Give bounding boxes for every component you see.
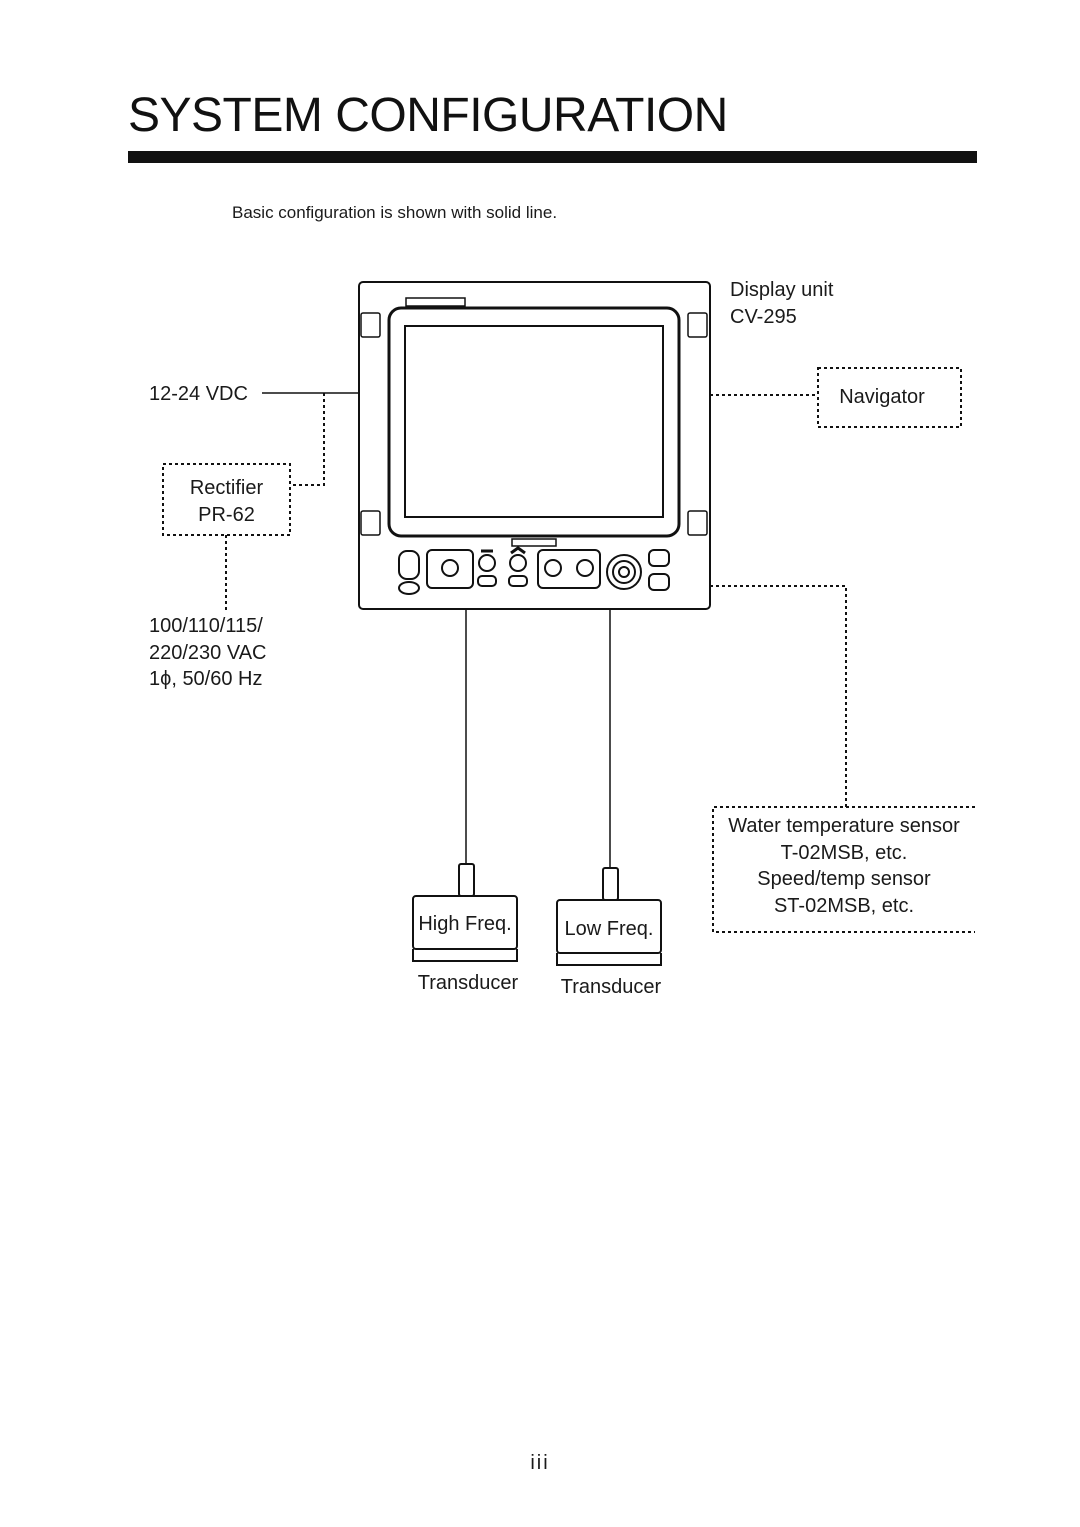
display-unit bbox=[358, 281, 711, 610]
sensor-label: Water temperature sensor T-02MSB, etc. S… bbox=[713, 813, 975, 919]
ac-power-label: 100/110/115/ 220/230 VAC 1ϕ, 50/60 Hz bbox=[149, 613, 267, 693]
key bbox=[477, 575, 497, 587]
rectifier-model: PR-62 bbox=[198, 503, 255, 526]
key bbox=[648, 549, 670, 567]
key-group bbox=[426, 549, 474, 589]
mount-bracket bbox=[360, 312, 381, 338]
transducer-body bbox=[412, 895, 518, 950]
indicator-lamp bbox=[398, 581, 420, 595]
ac-power-voltages-1: 100/110/115/ bbox=[149, 615, 263, 637]
mount-bracket bbox=[360, 510, 381, 536]
ac-power-voltages-2: 220/230 VAC bbox=[149, 641, 267, 664]
low-freq-label: Low Freq. bbox=[564, 918, 654, 940]
key bbox=[508, 575, 528, 587]
display-unit-name: Display unit bbox=[730, 279, 834, 301]
screen-bezel bbox=[387, 306, 681, 538]
transducer-high-freq bbox=[412, 863, 518, 962]
sensor-link bbox=[710, 585, 847, 808]
mount-bracket bbox=[687, 510, 708, 536]
key bbox=[478, 554, 496, 572]
navigator-label: Navigator bbox=[839, 386, 925, 408]
solid-connections bbox=[262, 392, 611, 868]
transducer-body bbox=[556, 899, 662, 954]
rectifier-box bbox=[162, 463, 291, 536]
key bbox=[544, 559, 562, 577]
display-unit-model: CV-295 bbox=[730, 305, 797, 328]
key-group bbox=[537, 549, 601, 589]
page-number: iii bbox=[530, 1452, 550, 1474]
key bbox=[441, 559, 459, 577]
key bbox=[509, 554, 527, 572]
display-unit-label: Display unit CV-295 bbox=[730, 277, 833, 330]
sensor-box bbox=[712, 806, 975, 933]
speed-temp-sensor: Speed/temp sensor bbox=[757, 868, 931, 890]
rectifier-dc-link bbox=[290, 393, 325, 486]
high-freq-label: High Freq. bbox=[418, 913, 512, 935]
navigator-box bbox=[817, 367, 962, 428]
optional-connections bbox=[162, 367, 975, 933]
rectifier-label: Rectifier PR-62 bbox=[163, 475, 290, 528]
control-panel bbox=[398, 546, 670, 595]
rectifier-name: Rectifier bbox=[189, 477, 264, 499]
display-unit-body bbox=[358, 281, 711, 610]
key bbox=[648, 573, 670, 591]
speed-temp-sensor-model: ST-02MSB, etc. bbox=[773, 894, 915, 917]
transducer-stem bbox=[602, 867, 619, 901]
mount-bracket bbox=[687, 312, 708, 338]
ac-power-phase-freq: 1ϕ, 50/60 Hz bbox=[149, 668, 263, 690]
lcd-screen bbox=[404, 325, 664, 518]
transducer-stem bbox=[458, 863, 475, 897]
config-note: Basic configuration is shown with solid … bbox=[232, 203, 558, 222]
key bbox=[576, 559, 594, 577]
transducer-low-freq bbox=[556, 867, 662, 966]
water-temp-sensor: Water temperature sensor bbox=[728, 815, 960, 837]
title-rule bbox=[128, 151, 977, 163]
high-freq-transducer-label: Transducer bbox=[417, 972, 519, 994]
power-key bbox=[398, 550, 420, 580]
dc-power-label: 12-24 VDC bbox=[149, 383, 248, 405]
rotary-knob bbox=[606, 554, 642, 590]
page-title: SYSTEM CONFIGURATION bbox=[128, 89, 728, 142]
water-temp-sensor-model: T-02MSB, etc. bbox=[780, 841, 908, 864]
low-freq-transducer-label: Transducer bbox=[560, 976, 662, 998]
